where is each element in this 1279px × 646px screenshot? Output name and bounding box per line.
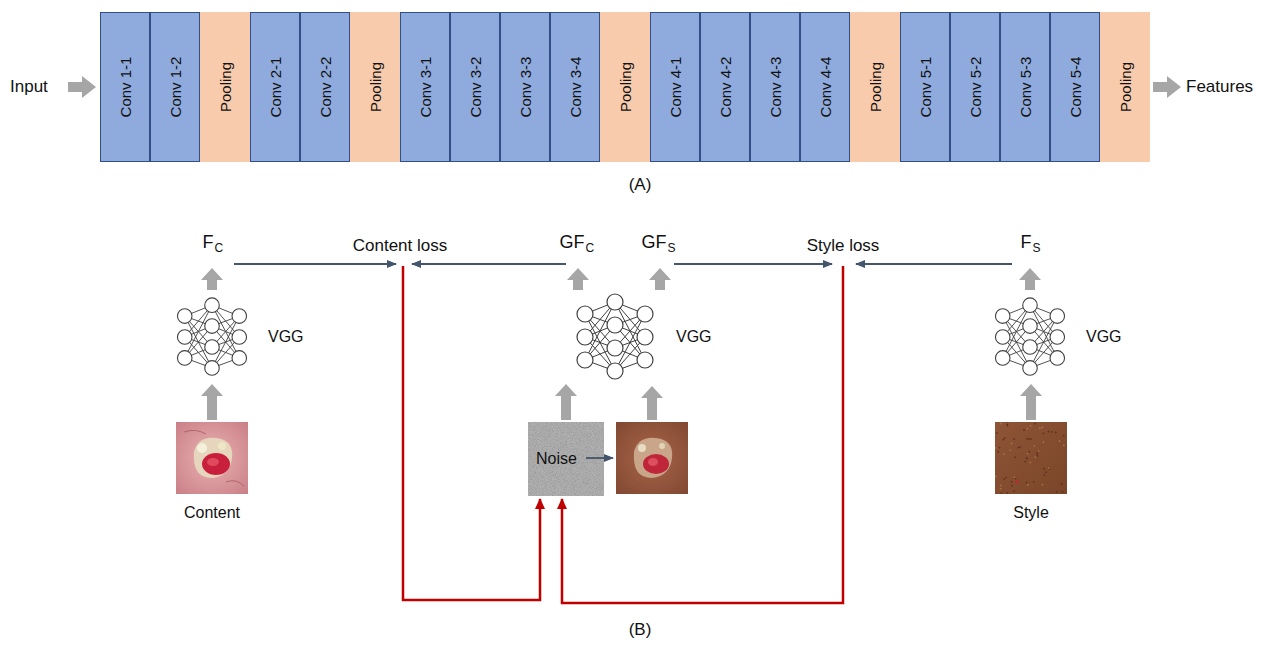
conv-layer-box: Conv 2-2 — [300, 12, 350, 162]
content-image-box: Content — [176, 422, 248, 494]
layer-name: Conv 5-3 — [1017, 57, 1034, 118]
feature-symbol: F — [1021, 232, 1032, 253]
conv-layer-box: Conv 3-3 — [500, 12, 550, 162]
conv-layer-box: Conv 3-2 — [450, 12, 500, 162]
loss-label: Style loss — [807, 236, 880, 256]
loss-arrow — [856, 263, 1012, 265]
layer-name: Conv 1-1 — [117, 57, 134, 118]
feature-arrow — [201, 268, 223, 290]
layer-name: Conv 2-1 — [267, 57, 284, 118]
pooling-layer-box: Pooling — [350, 12, 400, 162]
pooling-layer-box: Pooling — [600, 12, 650, 162]
conv-layer-box: Conv 5-1 — [900, 12, 950, 162]
conv-layer-box: Conv 4-3 — [750, 12, 800, 162]
feature-symbol: GF — [560, 232, 585, 253]
layer-name: Conv 3-3 — [517, 57, 534, 118]
output-arrow — [1153, 76, 1181, 98]
vgg-network: VGG — [162, 292, 262, 382]
layer-name: Conv 5-1 — [917, 57, 934, 118]
content-image — [176, 422, 248, 494]
loss-arrow — [412, 263, 566, 265]
pooling-layer-box: Pooling — [850, 12, 900, 162]
vgg-network: VGG — [560, 292, 670, 382]
layer-name: Pooling — [367, 62, 384, 112]
conv-layer-box: Conv 1-1 — [100, 12, 150, 162]
network-icon — [560, 292, 670, 382]
layer-name: Conv 2-2 — [317, 57, 334, 118]
panel-label: (B) — [629, 620, 652, 640]
noise-box: Noise — [528, 422, 604, 496]
pooling-layer-box: Pooling — [1100, 12, 1150, 162]
input-arrow — [1020, 384, 1042, 420]
layer-name: Pooling — [867, 62, 884, 112]
layer-name: Pooling — [217, 62, 234, 112]
layer-name: Conv 3-1 — [417, 57, 434, 118]
input-arrow — [641, 386, 663, 420]
network-icon — [980, 292, 1080, 382]
layer-name: Conv 4-1 — [667, 57, 684, 118]
feature-subscript: C — [215, 242, 224, 256]
loss-label: Content loss — [353, 236, 448, 256]
generated-image — [616, 422, 688, 494]
layer-name: Conv 3-4 — [567, 57, 584, 118]
feature-arrow — [1019, 268, 1041, 290]
layer-name: Pooling — [1117, 62, 1134, 112]
conv-layer-box: Conv 3-1 — [400, 12, 450, 162]
conv-layer-box: Conv 4-4 — [800, 12, 850, 162]
loss-arrow — [234, 263, 396, 265]
conv-layer-box: Conv 5-3 — [1000, 12, 1050, 162]
feature-symbol: F — [203, 232, 214, 253]
layer-name: Conv 4-3 — [767, 57, 784, 118]
feedback-line — [403, 266, 540, 600]
feature-arrow — [567, 268, 589, 290]
feature-subscript: S — [1033, 242, 1041, 256]
arrow-body — [555, 384, 577, 420]
loss-arrow — [674, 263, 832, 265]
feature-symbol: GF — [642, 232, 667, 253]
conv-layer-box: Conv 5-2 — [950, 12, 1000, 162]
layer-name: Pooling — [617, 62, 634, 112]
input-arrow — [555, 384, 577, 420]
conv-layer-box: Conv 3-4 — [550, 12, 600, 162]
conv-layer-box: Conv 5-4 — [1050, 12, 1100, 162]
input-arrow — [201, 384, 223, 420]
style-image-box: Style — [995, 422, 1067, 494]
feature-subscript: S — [668, 242, 676, 256]
arrow-body — [201, 384, 223, 420]
feature-arrow — [649, 268, 671, 290]
layer-name: Conv 1-2 — [167, 57, 184, 118]
conv-layer-box: Conv 2-1 — [250, 12, 300, 162]
arrow-body — [1020, 384, 1042, 420]
panel-label: (A) — [629, 175, 652, 195]
noise-label: Noise — [536, 450, 577, 468]
conv-layer-box: Conv 4-1 — [650, 12, 700, 162]
conv-layer-box: Conv 4-2 — [700, 12, 750, 162]
vgg-network: VGG — [980, 292, 1080, 382]
conv-layer-box: Conv 1-2 — [150, 12, 200, 162]
input-arrow — [68, 76, 96, 98]
style-image — [995, 422, 1067, 494]
input-label: Input — [10, 77, 48, 97]
layer-name: Conv 5-2 — [967, 57, 984, 118]
output-label: Features — [1186, 77, 1253, 97]
image-caption: Content — [184, 504, 240, 522]
network-icon — [162, 292, 262, 382]
network-name: VGG — [268, 328, 304, 346]
layer-name: Conv 4-2 — [717, 57, 734, 118]
network-name: VGG — [676, 328, 712, 346]
feature-subscript: C — [586, 242, 595, 256]
layer-name: Conv 3-2 — [467, 57, 484, 118]
image-caption: Style — [1013, 504, 1049, 522]
layer-name: Conv 5-4 — [1067, 57, 1084, 118]
network-name: VGG — [1086, 328, 1122, 346]
layer-name: Conv 4-4 — [817, 57, 834, 118]
feedback-line — [562, 266, 843, 603]
pooling-layer-box: Pooling — [200, 12, 250, 162]
generate-arrow — [586, 457, 613, 459]
